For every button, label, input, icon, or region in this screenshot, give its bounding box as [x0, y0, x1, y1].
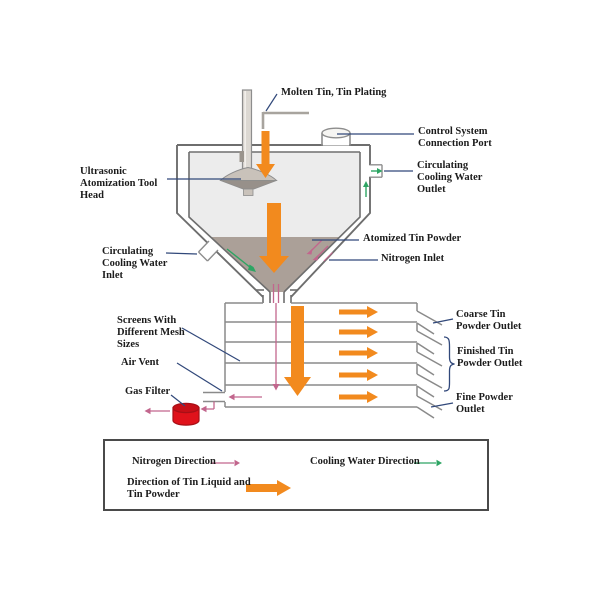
nitrogen-jacket-marks	[306, 239, 333, 262]
label-screens: Screens With Different Mesh Sizes	[117, 315, 185, 350]
filter-in-arrow-icon	[200, 401, 215, 413]
label-coarse-outlet: Coarse Tin Powder Outlet	[456, 309, 522, 332]
cooling-in-arrow-icon	[226, 248, 256, 272]
legend-cooling-arrow-icon	[414, 459, 442, 467]
nitrogen-down-line	[272, 303, 280, 391]
coarse-pointer	[432, 318, 454, 324]
feed-pipe	[261, 111, 309, 129]
cooling-up-arrow-icon	[363, 181, 369, 197]
label-cooling-outlet: Circulating Cooling Water Outlet	[417, 160, 483, 195]
screen-box	[203, 302, 418, 408]
finished-chute-3	[416, 373, 443, 398]
ultrasonic-shaft	[239, 89, 253, 173]
coarse-chute	[416, 310, 443, 335]
vent-arrow-icon	[228, 393, 262, 401]
label-ultrasonic-head: Ultrasonic Atomization Tool Head	[80, 166, 158, 201]
fine-chute	[416, 395, 443, 419]
legend-box	[103, 439, 489, 511]
label-molten-tin: Molten Tin, Tin Plating	[281, 87, 387, 98]
molten-tin-pointer	[265, 93, 278, 112]
vessel-neck	[256, 289, 298, 303]
cooling-water-arrows	[226, 168, 383, 272]
cooling-out-arrow-icon	[371, 168, 383, 174]
finished-outlet-brace	[443, 336, 455, 392]
air-vent-pointer	[176, 362, 223, 392]
control-port	[321, 127, 351, 146]
row-arrow-icon	[339, 306, 378, 403]
air-vent-slot	[203, 391, 225, 403]
label-nitrogen-inlet: Nitrogen Inlet	[381, 253, 445, 264]
legend-nitrogen-arrow-icon	[212, 459, 240, 467]
cooling-inlet-stub	[197, 240, 219, 262]
outlet-chutes	[416, 310, 443, 419]
screen-fall-arrow-icon	[284, 306, 311, 396]
legend-tin-arrow-icon	[246, 480, 291, 496]
label-fine-outlet: Fine Powder Outlet	[456, 392, 513, 415]
fine-pointer	[430, 402, 454, 408]
tin-flow-arrows	[256, 131, 378, 403]
label-gas-filter: Gas Filter	[125, 386, 171, 397]
label-control-port: Control System Connection Port	[418, 126, 492, 149]
cooling-inlet-pointer	[165, 252, 198, 255]
legend-tin-label: Direction of Tin Liquid and Tin Powder	[127, 477, 251, 500]
molten-tin-arrow-icon	[256, 131, 275, 178]
label-finished-outlet: Finished Tin Powder Outlet	[457, 346, 523, 369]
gas-filter-cylinder	[172, 402, 200, 426]
mesh-screens	[225, 321, 417, 386]
label-pointer-lines	[165, 93, 454, 408]
finished-chute-1	[416, 330, 443, 355]
tool-head	[219, 166, 278, 196]
nitrogen-neck-lines	[272, 284, 280, 303]
label-cooling-inlet: Circulating Cooling Water Inlet	[102, 246, 168, 281]
label-atomized-powder: Atomized Tin Powder	[363, 233, 462, 244]
legend-nitrogen-label: Nitrogen Direction	[132, 456, 216, 467]
filter-out-arrow-icon	[144, 407, 170, 415]
screens-pointer	[181, 327, 241, 362]
legend-cooling-label: Cooling Water Direction	[310, 456, 420, 467]
label-air-vent: Air Vent	[121, 357, 160, 368]
nitrogen-flow	[144, 239, 333, 415]
gas-filter-pointer	[170, 394, 186, 407]
finished-chute-2	[416, 351, 443, 376]
powder-fall-arrow-icon	[259, 203, 289, 273]
